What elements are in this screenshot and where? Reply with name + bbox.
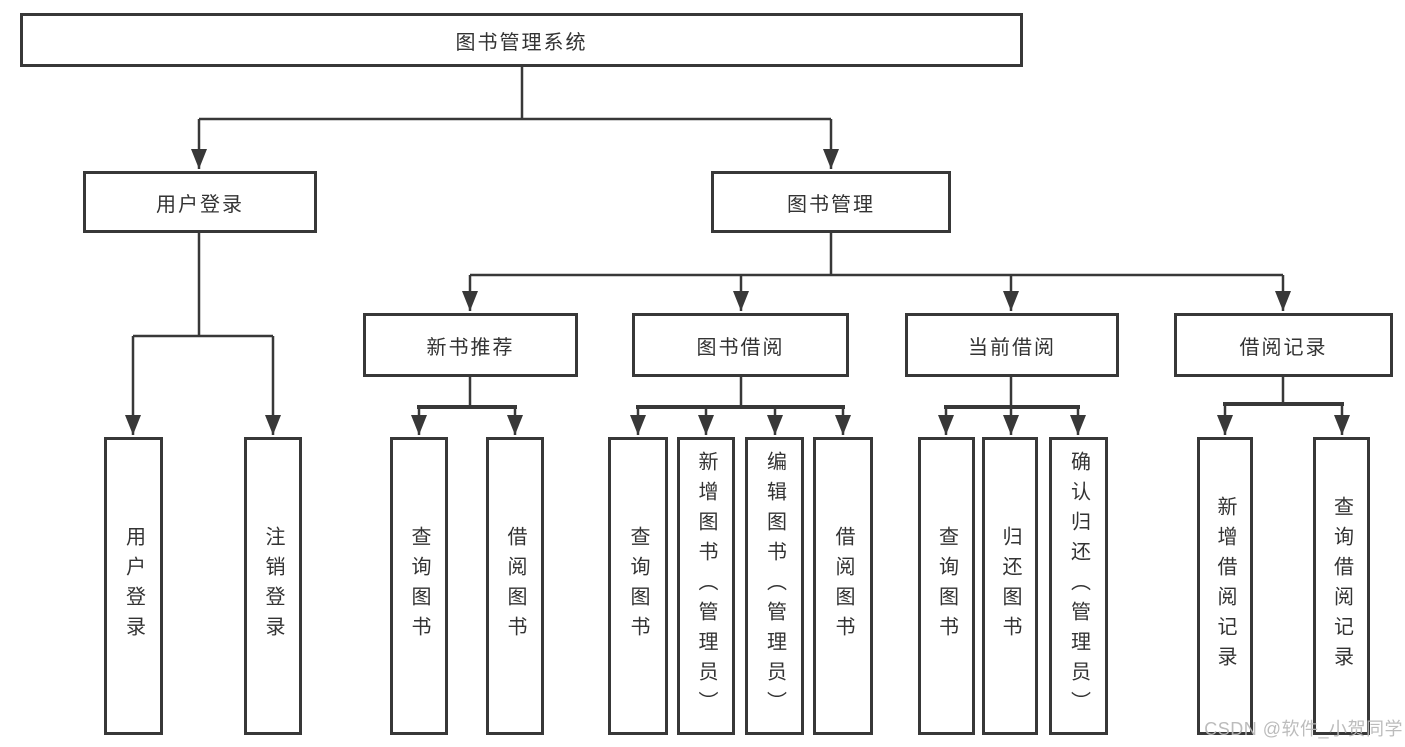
node-borrow-records: 借阅记录 — [1174, 313, 1393, 377]
leaf-user-login: 用户登录 — [104, 437, 163, 735]
node-label: 新书推荐 — [426, 336, 515, 359]
leaf-add-borrow-record: 新增借阅记录 — [1197, 437, 1253, 735]
node-label: 图书借阅 — [696, 336, 785, 359]
leaf-borrow-books-recommend: 借阅图书 — [486, 437, 544, 735]
leaf-confirm-return-admin: 确认归还（管理员） — [1049, 437, 1108, 735]
node-library-management-system: 图书管理系统 — [20, 13, 1023, 67]
node-label: 借阅记录 — [1239, 336, 1328, 359]
leaf-query-borrow-record: 查询借阅记录 — [1313, 437, 1370, 735]
leaf-edit-book-admin: 编辑图书（管理员） — [745, 437, 804, 735]
node-label: 当前借阅 — [968, 336, 1056, 359]
node-label: 用户登录 — [156, 193, 244, 216]
node-book-management: 图书管理 — [711, 171, 951, 233]
node-book-borrow: 图书借阅 — [632, 313, 849, 377]
node-new-book-recommend: 新书推荐 — [363, 313, 578, 377]
node-label: 注销登录 — [262, 526, 284, 646]
leaf-query-books-borrow: 查询图书 — [608, 437, 668, 735]
node-label: 查询图书 — [408, 526, 430, 646]
node-label: 用户登录 — [122, 526, 145, 646]
node-label: 借阅图书 — [832, 526, 854, 646]
node-user-login: 用户登录 — [83, 171, 317, 233]
leaf-query-books-current: 查询图书 — [918, 437, 975, 735]
node-label: 查询图书 — [935, 526, 958, 646]
node-current-borrow: 当前借阅 — [905, 313, 1119, 377]
leaf-borrow-books: 借阅图书 — [813, 437, 873, 735]
group-split-bars — [417, 402, 1344, 409]
node-label: 查询图书 — [627, 526, 649, 646]
leaf-return-books: 归还图书 — [982, 437, 1038, 735]
node-label: 新增借阅记录 — [1214, 496, 1236, 676]
node-label: 图书管理系统 — [455, 31, 588, 54]
tree-branch-lines — [133, 67, 1285, 407]
leaf-query-books-recommend: 查询图书 — [390, 437, 448, 735]
leaf-logout: 注销登录 — [244, 437, 302, 735]
csdn-watermark: CSDN @软件_小贺同学 — [1204, 719, 1403, 739]
node-label: 编辑图书（管理员） — [763, 451, 786, 721]
leaf-add-book-admin: 新增图书（管理员） — [677, 437, 735, 735]
node-label: 归还图书 — [999, 526, 1021, 646]
node-label: 借阅图书 — [504, 526, 526, 646]
node-label: 图书管理 — [787, 193, 875, 216]
node-label: 新增图书（管理员） — [695, 451, 717, 721]
node-label: 查询借阅记录 — [1330, 496, 1353, 676]
node-label: 确认归还（管理员） — [1067, 451, 1090, 721]
